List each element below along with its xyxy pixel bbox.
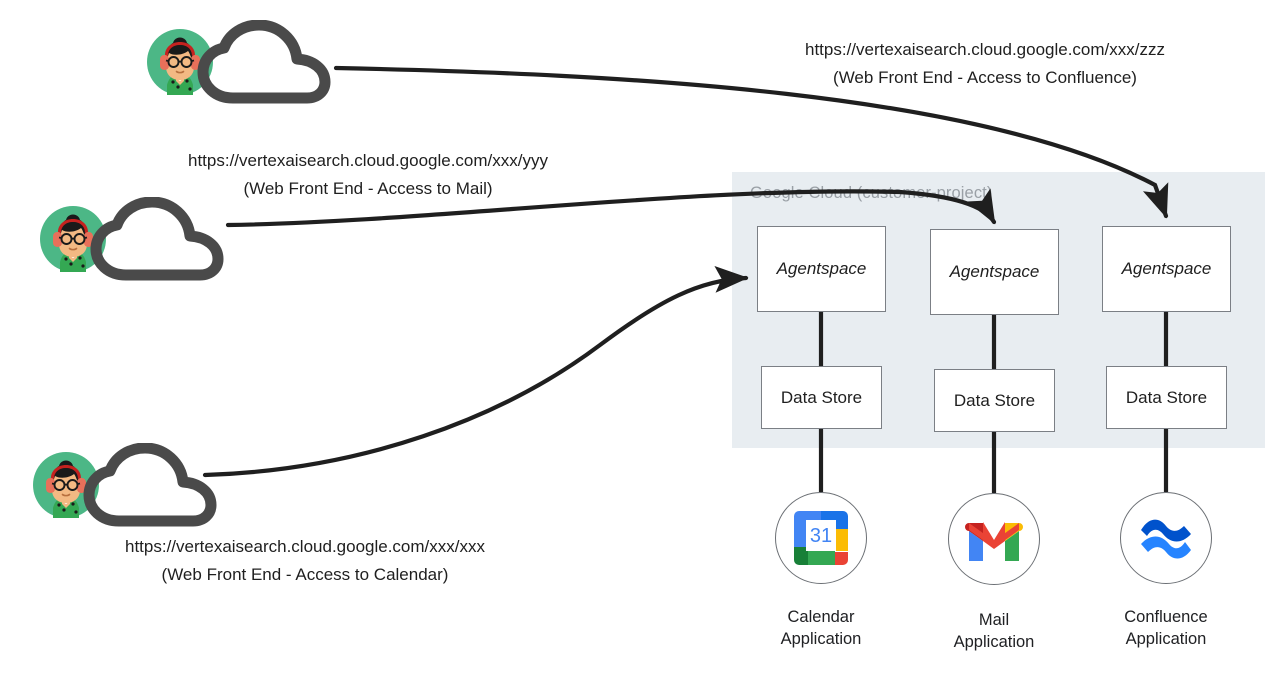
cloud-icon <box>73 442 233 533</box>
cloud-icon <box>80 196 240 287</box>
app-circle-mail[interactable] <box>948 493 1040 585</box>
url-description: (Web Front End - Access to Calendar) <box>161 564 449 584</box>
user-cloud-calendar[interactable] <box>33 442 233 533</box>
datastore-label: Data Store <box>1125 387 1208 407</box>
agentspace-label: Agentspace <box>776 259 867 279</box>
confluence-icon <box>1139 514 1193 562</box>
app-circle-confluence[interactable] <box>1120 492 1212 584</box>
google-cloud-region-label: Google Cloud (customer-project) <box>750 184 993 202</box>
url-description: (Web Front End - Access to Confluence) <box>833 67 1137 87</box>
google-calendar-icon: 31 <box>794 511 848 565</box>
calendar-day-number: 31 <box>809 524 833 547</box>
user-avatar-icon <box>40 206 106 272</box>
url-text: https://vertexaisearch.cloud.google.com/… <box>805 40 1165 59</box>
datastore-box-calendar[interactable]: Data Store <box>761 366 882 429</box>
url-description: (Web Front End - Access to Mail) <box>243 178 493 198</box>
user-cloud-confluence[interactable] <box>147 19 347 110</box>
agentspace-box-mail[interactable]: Agentspace <box>930 229 1059 315</box>
datastore-label: Data Store <box>780 387 863 407</box>
url-caption-confluence: https://vertexaisearch.cloud.google.com/… <box>805 36 1165 91</box>
url-text: https://vertexaisearch.cloud.google.com/… <box>188 151 548 170</box>
app-caption-confluence: Confluence Application <box>1124 608 1208 648</box>
datastore-box-mail[interactable]: Data Store <box>934 369 1055 432</box>
gmail-icon <box>965 517 1023 561</box>
agentspace-box-calendar[interactable]: Agentspace <box>757 226 886 312</box>
url-text: https://vertexaisearch.cloud.google.com/… <box>125 537 485 556</box>
app-circle-calendar[interactable]: 31 <box>775 492 867 584</box>
url-caption-calendar: https://vertexaisearch.cloud.google.com/… <box>125 533 485 588</box>
arrow-calendar-user-to-agentspace <box>202 265 749 478</box>
agentspace-label: Agentspace <box>949 262 1040 282</box>
datastore-label: Data Store <box>953 390 1036 410</box>
agentspace-label: Agentspace <box>1121 259 1212 279</box>
user-avatar-icon <box>147 29 213 95</box>
agentspace-box-confluence[interactable]: Agentspace <box>1102 226 1231 312</box>
user-avatar-icon <box>33 452 99 518</box>
url-caption-mail: https://vertexaisearch.cloud.google.com/… <box>188 147 548 202</box>
user-cloud-mail[interactable] <box>40 196 240 287</box>
app-caption-calendar: Calendar Application <box>780 608 862 648</box>
datastore-box-confluence[interactable]: Data Store <box>1106 366 1227 429</box>
cloud-icon <box>187 19 347 110</box>
app-caption-mail: Mail Application <box>953 611 1035 651</box>
